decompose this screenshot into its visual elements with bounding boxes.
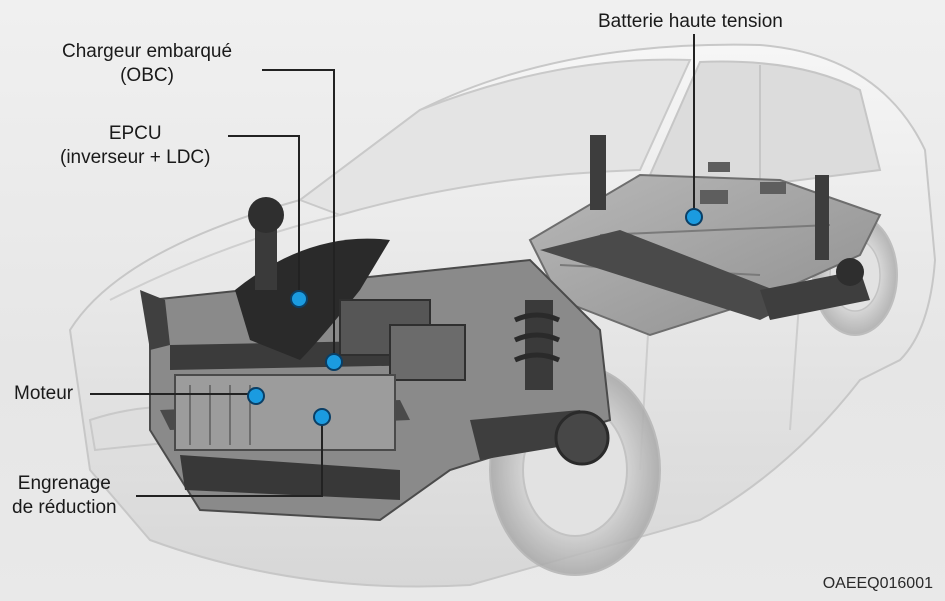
label-epcu: EPCU (inverseur + LDC) bbox=[60, 122, 210, 170]
label-motor: Moteur bbox=[14, 382, 73, 406]
label-battery-line1: Batterie haute tension bbox=[598, 11, 783, 32]
leader-lines bbox=[90, 34, 695, 497]
marker-obc bbox=[325, 353, 343, 371]
rear-suspension bbox=[540, 135, 870, 320]
label-reduction-gear-line1: Engrenage bbox=[17, 473, 111, 494]
label-epcu-line1: EPCU bbox=[108, 123, 162, 144]
figure-code: OAEEQ016001 bbox=[822, 575, 933, 592]
component-markers bbox=[247, 208, 703, 426]
leader-line-obc bbox=[262, 69, 335, 360]
label-obc-line1: Chargeur embarqué bbox=[62, 41, 233, 62]
label-obc-line2: (OBC) bbox=[120, 65, 174, 86]
marker-motor bbox=[247, 387, 265, 405]
marker-epcu bbox=[290, 290, 308, 308]
front-powertrain bbox=[140, 197, 612, 522]
label-high-voltage-battery: Batterie haute tension bbox=[598, 10, 783, 34]
leader-line-reduction-gear bbox=[136, 418, 323, 497]
label-epcu-line2: (inverseur + LDC) bbox=[60, 147, 211, 168]
label-onboard-charger: Chargeur embarqué (OBC) bbox=[62, 40, 232, 88]
marker-battery bbox=[685, 208, 703, 226]
leader-line-epcu bbox=[228, 135, 300, 299]
label-motor-line1: Moteur bbox=[14, 383, 74, 404]
label-reduction-gear: Engrenage de réduction bbox=[12, 472, 117, 520]
label-reduction-gear-line2: de réduction bbox=[12, 497, 117, 518]
marker-reduction-gear bbox=[313, 408, 331, 426]
